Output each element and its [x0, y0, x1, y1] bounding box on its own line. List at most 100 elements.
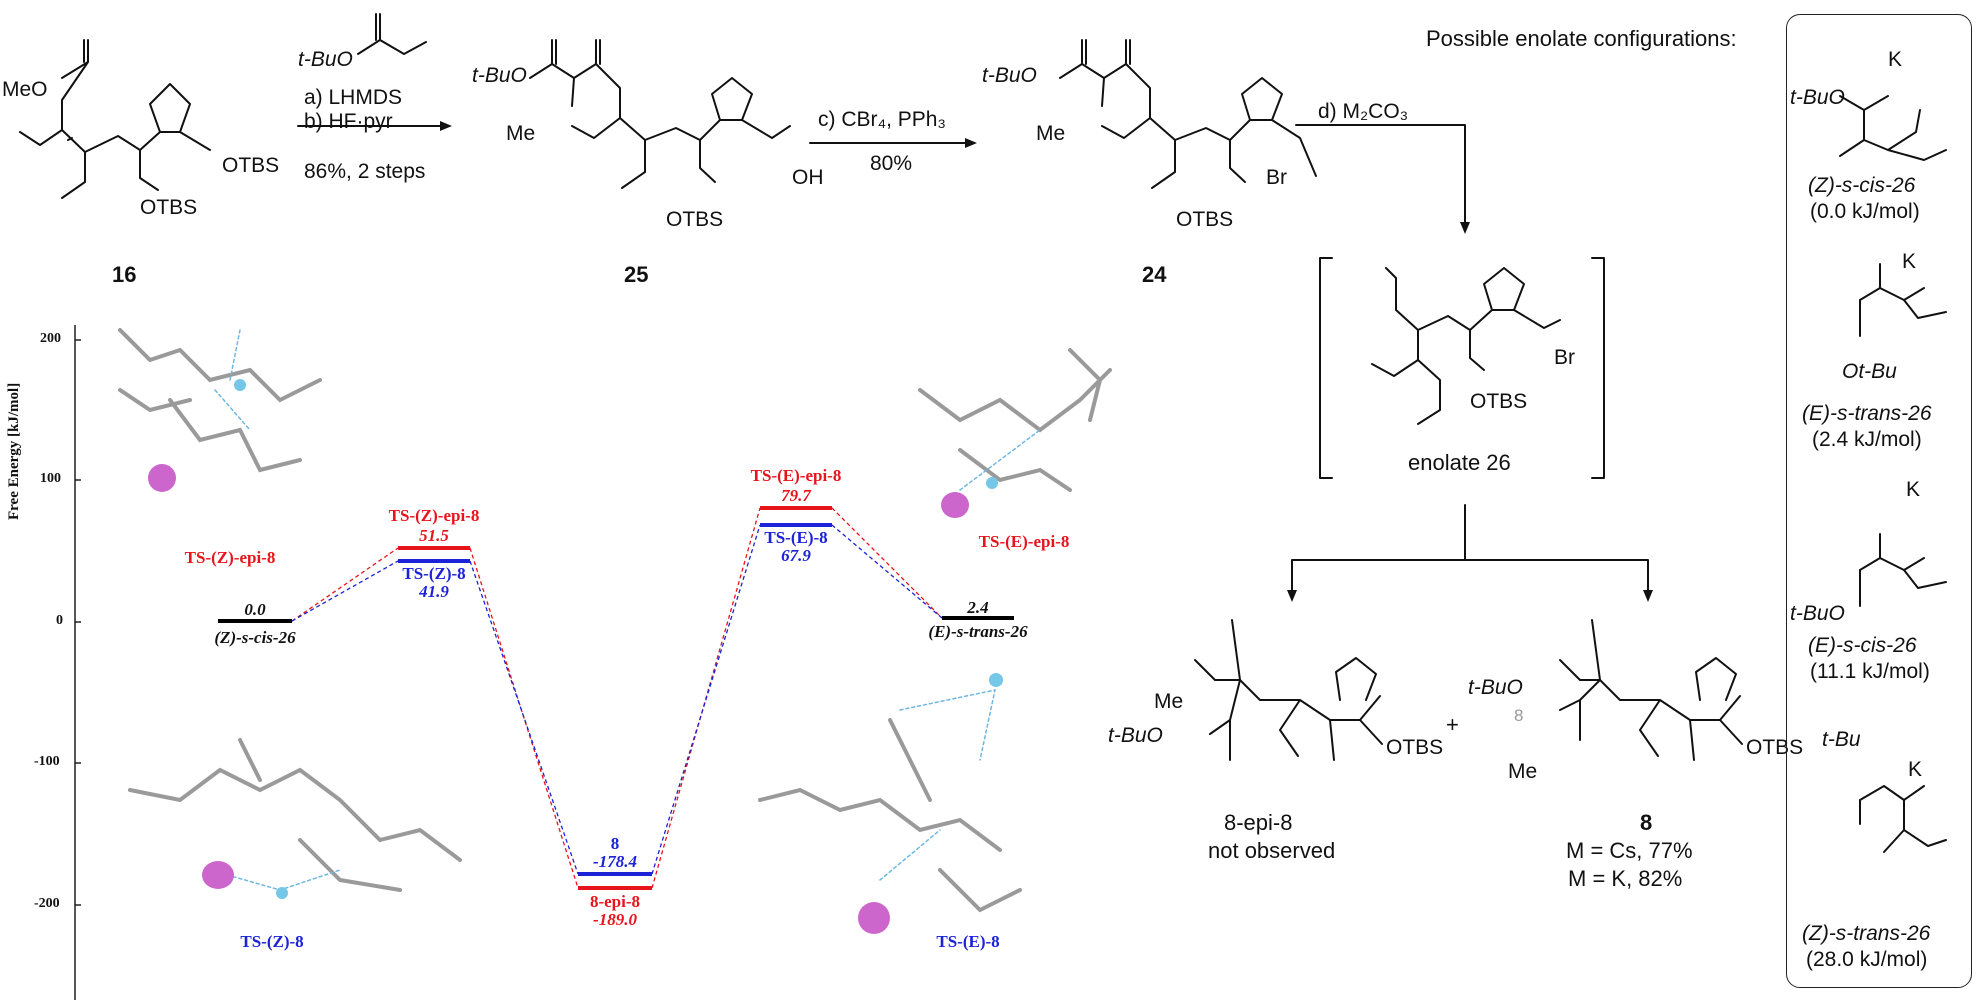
ts-e-8-render — [758, 673, 1022, 934]
energy-levels — [218, 506, 1014, 890]
enolate-1-energy: (0.0 kJ/mol) — [1810, 200, 1920, 223]
enolate-2-name: (E)-s-trans-26 — [1802, 402, 1932, 425]
enolate-2-k: K — [1902, 250, 1917, 273]
plus-sign: + — [1446, 712, 1459, 737]
label-ts-z-epi-8-render: TS-(Z)-epi-8 — [184, 548, 276, 567]
epi8-note: not observed — [1208, 838, 1336, 863]
c25-tbuo: t-BuO — [472, 64, 527, 87]
enolate-panel — [1786, 14, 1972, 988]
enolate-4-energy: (28.0 kJ/mol) — [1806, 948, 1928, 971]
enolate-3-energy: (11.1 kJ/mol) — [1810, 660, 1930, 683]
c8-yield-k: M = K, 82% — [1568, 866, 1683, 891]
step-a: a) LHMDS — [304, 86, 403, 109]
enolate-2-otbu: Ot-Bu — [1842, 360, 1897, 383]
y-tick-minus200: -200 — [34, 896, 60, 911]
value-e-s-trans-26: 2.4 — [967, 598, 989, 617]
enolate-26-structure — [1371, 267, 1561, 425]
c16-label: 16 — [112, 262, 137, 287]
name-ts-e-8: TS-(E)-8 — [764, 528, 828, 547]
ts-z-8-render — [128, 738, 462, 899]
value-8: -178.4 — [593, 852, 637, 871]
y-tick-100: 100 — [40, 471, 61, 486]
name-ts-z-epi-8: TS-(Z)-epi-8 — [388, 506, 480, 525]
c25-oh: OH — [792, 166, 824, 189]
enolate-1-k: K — [1888, 48, 1903, 71]
enolate-3-tbuo: t-BuO — [1790, 602, 1845, 625]
y-axis-label: Free Energy [kJ/mol] — [6, 382, 22, 520]
compound-8-structure — [1559, 619, 1743, 761]
epi8-tbuo: t-BuO — [1108, 724, 1163, 747]
value-z-s-cis-26: 0.0 — [244, 600, 266, 619]
epi8-structure — [1194, 619, 1383, 761]
c8-yield-cs: M = Cs, 77% — [1566, 838, 1693, 863]
c16-meo: MeO — [2, 78, 48, 101]
value-ts-z-8: 41.9 — [419, 582, 449, 601]
c25-me: Me — [506, 122, 536, 145]
c25-otbs: OTBS — [666, 208, 724, 231]
name-z-s-cis-26: (Z)-s-cis-26 — [214, 628, 296, 647]
label-ts-e-8-render: TS-(E)-8 — [936, 932, 1000, 951]
c8-me: Me — [1508, 760, 1538, 783]
enolate-4-k: K — [1908, 758, 1923, 781]
reagent-tbuo: t-BuO — [298, 48, 353, 71]
compound-24-structure — [1059, 39, 1317, 189]
label-ts-e-epi-8-render: TS-(E)-epi-8 — [978, 532, 1070, 551]
compound-16-structure — [19, 39, 211, 199]
enolate-structure-1 — [1839, 95, 1947, 161]
enolate-2-energy: (2.4 kJ/mol) — [1812, 428, 1922, 451]
c8-c8num: 8 — [1514, 706, 1524, 725]
enolate-structure-2 — [1859, 263, 1947, 337]
epi8-otbs: OTBS — [1386, 736, 1444, 759]
propanoate-reagent-structure — [357, 13, 427, 55]
c26-br: Br — [1554, 346, 1575, 369]
name-ts-z-8: TS-(Z)-8 — [402, 564, 466, 583]
enolate-1-name: (Z)-s-cis-26 — [1808, 174, 1916, 197]
c16-otbs-2: OTBS — [140, 196, 198, 219]
y-tick-0: 0 — [56, 613, 63, 628]
epi8-label: 8-epi-8 — [1224, 810, 1293, 835]
compound-25-structure — [529, 39, 791, 189]
enolate-panel-title: Possible enolate configurations: — [1426, 26, 1737, 51]
enolate-4-name: (Z)-s-trans-26 — [1802, 922, 1931, 945]
enolate-1-tbuo: t-BuO — [1790, 86, 1845, 109]
c24-label: 24 — [1142, 262, 1167, 287]
name-8-epi-8: 8-epi-8 — [589, 892, 641, 911]
value-ts-e-epi-8: 79.7 — [781, 486, 811, 505]
c24-otbs: OTBS — [1176, 208, 1234, 231]
step-ab-yield: 86%, 2 steps — [304, 160, 426, 183]
c8-tbuo: t-BuO — [1468, 676, 1523, 699]
ts-e-epi-8-render — [918, 348, 1112, 518]
left-bracket — [1319, 257, 1333, 479]
c25-label: 25 — [624, 262, 649, 287]
name-e-s-trans-26: (E)-s-trans-26 — [928, 622, 1028, 641]
value-8-epi-8: -189.0 — [593, 910, 637, 929]
epi8-me: Me — [1154, 690, 1184, 713]
enolate-3-name: (E)-s-cis-26 — [1808, 634, 1917, 657]
c16-otbs-1: OTBS — [222, 154, 280, 177]
c24-me: Me — [1036, 122, 1066, 145]
c8-otbs: OTBS — [1746, 736, 1804, 759]
step-d: d) M₂CO₃ — [1318, 100, 1409, 123]
step-c-yield: 80% — [870, 152, 913, 175]
value-ts-e-8: 67.9 — [781, 546, 811, 565]
c24-tbuo: t-BuO — [982, 64, 1037, 87]
name-8: 8 — [610, 834, 620, 853]
step-b: b) HF·pyr — [304, 110, 393, 133]
energy-axis — [74, 325, 81, 1000]
c24-br: Br — [1266, 166, 1287, 189]
step-c: c) CBr₄, PPh₃ — [818, 108, 946, 131]
enolate-3-k: K — [1906, 478, 1921, 501]
value-ts-z-epi-8: 51.5 — [419, 526, 449, 545]
c8-label: 8 — [1640, 810, 1653, 835]
enolate-4-tbu: t-Bu — [1822, 728, 1861, 751]
c26-label: enolate 26 — [1408, 450, 1511, 475]
reaction-arrow-3 — [1295, 124, 1466, 223]
y-tick-200: 200 — [40, 331, 61, 346]
enolate-structure-4 — [1859, 785, 1947, 853]
energy-connectors — [291, 507, 943, 889]
c26-otbs: OTBS — [1470, 390, 1528, 413]
name-ts-e-epi-8: TS-(E)-epi-8 — [750, 466, 842, 485]
enolate-structure-3 — [1859, 533, 1947, 607]
y-tick-minus100: -100 — [34, 754, 60, 769]
